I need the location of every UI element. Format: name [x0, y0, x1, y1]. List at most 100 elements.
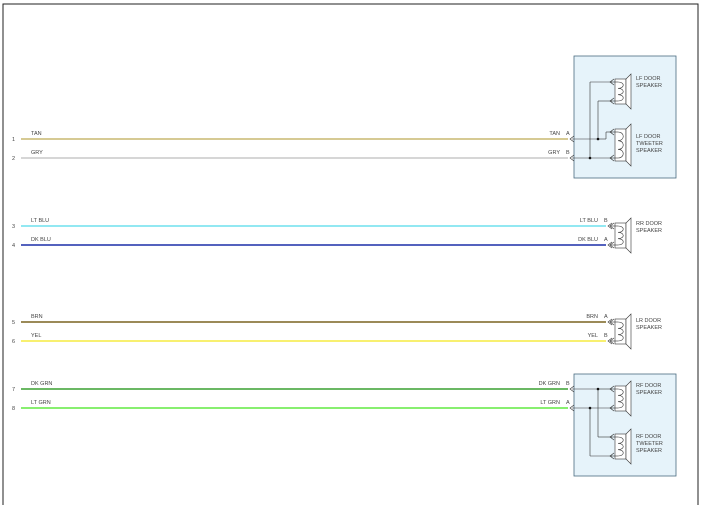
speaker-coil [617, 388, 624, 409]
wire-label: DK GRN [31, 381, 52, 387]
speaker-body [614, 385, 627, 412]
speaker-body [614, 222, 627, 249]
wire-1: 1 TAN TAN A [12, 131, 575, 143]
speaker-body [614, 318, 627, 345]
lf-door-speaker-label: LF DOOR SPEAKER [636, 76, 662, 89]
wire-number: 2 [12, 156, 15, 162]
speaker-cone [625, 380, 632, 417]
wire-end-label: TAN [549, 131, 560, 137]
speaker-cone [625, 123, 632, 167]
wire-end-label: DK BLU [578, 237, 598, 243]
svg-text:SPEAKER: SPEAKER [636, 83, 662, 89]
wire-8: 8 LT GRN LT GRN A [12, 400, 575, 412]
wire-label: DK BLU [31, 237, 51, 243]
connector-pin [607, 337, 613, 345]
wire-number: 7 [12, 387, 15, 393]
connector-pin [607, 222, 613, 230]
speaker-cone [625, 73, 632, 110]
svg-text:RF DOOR: RF DOOR [636, 383, 661, 389]
svg-text:TWEETER: TWEETER [636, 141, 663, 147]
wire-end-label: LT GRN [540, 400, 560, 406]
speaker-group [609, 73, 632, 465]
wire-5: 5 BRN BRN A [12, 314, 613, 326]
speaker-cone [625, 313, 632, 350]
rr-door-speaker-symbol [609, 217, 632, 254]
svg-text:TWEETER: TWEETER [636, 441, 663, 447]
svg-text:RR DOOR: RR DOOR [636, 221, 662, 227]
svg-text:SPEAKER: SPEAKER [636, 390, 662, 396]
pin-label: A [566, 400, 570, 406]
pin-label: B [604, 218, 608, 224]
wire-6: 6 YEL YEL B [12, 333, 613, 345]
wire-end-label: DK GRN [539, 381, 560, 387]
lf-internal-leads [572, 81, 612, 160]
wire-7: 7 DK GRN DK GRN B [12, 381, 575, 393]
pin-label: A [604, 314, 608, 320]
wire-label: YEL [31, 333, 41, 339]
splice-dot [588, 156, 592, 160]
wire-number: 3 [12, 224, 15, 230]
svg-text:SPEAKER: SPEAKER [636, 148, 662, 154]
rf-door-tweeter-speaker-symbol [609, 428, 632, 465]
speaker-body [614, 128, 627, 162]
wire-number: 4 [12, 243, 15, 249]
rf-door-speaker-label: RF DOOR SPEAKER [636, 383, 662, 396]
speaker-coil [617, 225, 624, 246]
splice-dot [588, 406, 592, 410]
connector-pin [569, 135, 575, 143]
svg-text:SPEAKER: SPEAKER [636, 448, 662, 454]
pin-label: B [604, 333, 608, 339]
rf-door-speaker-symbol [609, 380, 632, 417]
speaker-cone [625, 217, 632, 254]
lf-door-speaker-symbol [609, 73, 632, 110]
wire-number: 6 [12, 339, 15, 345]
svg-text:SPEAKER: SPEAKER [636, 228, 662, 234]
wire-label: TAN [31, 131, 42, 137]
wire-number: 5 [12, 320, 15, 326]
pin-label: B [566, 381, 570, 387]
wire-end-label: GRY [548, 150, 560, 156]
wire-2: 2 GRY GRY B [12, 150, 575, 162]
speaker-body [614, 78, 627, 105]
lf-door-tweeter-speaker-symbol [609, 123, 632, 167]
speaker-coil [617, 436, 624, 457]
wire-end-label: YEL [588, 333, 598, 339]
svg-text:LR DOOR: LR DOOR [636, 318, 661, 324]
wire-end-label: LT BLU [580, 218, 598, 224]
svg-text:SPEAKER: SPEAKER [636, 325, 662, 331]
splice-dot [596, 137, 600, 141]
connector-pin [569, 154, 575, 162]
connector-pin [607, 241, 613, 249]
rr-door-speaker-label: RR DOOR SPEAKER [636, 221, 662, 234]
lr-door-speaker-symbol [609, 313, 632, 350]
rf-door-tweeter-speaker-label: RF DOOR TWEETER SPEAKER [636, 434, 663, 454]
speaker-coil [617, 131, 624, 159]
speaker-cone [625, 428, 632, 465]
page-border [2, 3, 699, 505]
speaker-coil [617, 81, 624, 102]
speaker-coil [617, 321, 624, 342]
wire-end-label: BRN [586, 314, 598, 320]
wire-label: LT GRN [31, 400, 51, 406]
wire-label: BRN [31, 314, 43, 320]
wire-label: GRY [31, 150, 43, 156]
pin-label: A [566, 131, 570, 137]
svg-text:LF DOOR: LF DOOR [636, 76, 660, 82]
pin-label: A [604, 237, 608, 243]
svg-text:RF DOOR: RF DOOR [636, 434, 661, 440]
speaker-body [614, 433, 627, 460]
lf-door-tweeter-speaker-label: LF DOOR TWEETER SPEAKER [636, 134, 663, 154]
wire-4: 4 DK BLU DK BLU A [12, 237, 613, 249]
connector-pin [569, 404, 575, 412]
splice-dot [596, 387, 600, 391]
connector-pin [569, 385, 575, 393]
connector-pin [607, 318, 613, 326]
wire-number: 1 [12, 137, 15, 143]
svg-text:LF DOOR: LF DOOR [636, 134, 660, 140]
lr-door-speaker-label: LR DOOR SPEAKER [636, 318, 662, 331]
pin-label: B [566, 150, 570, 156]
wire-number: 8 [12, 406, 15, 412]
